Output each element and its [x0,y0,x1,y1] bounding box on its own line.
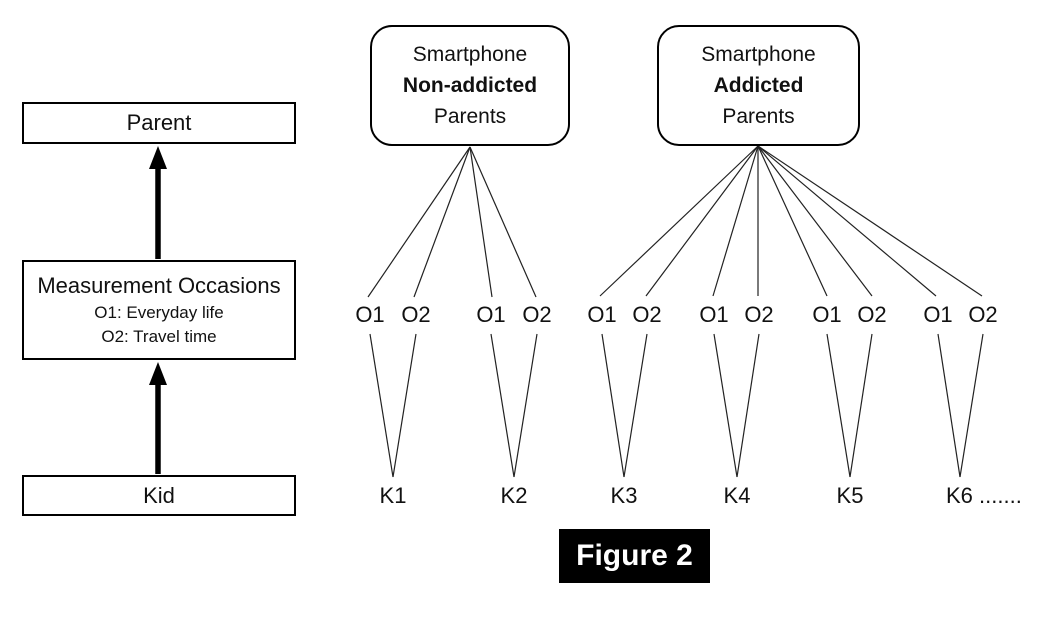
fan-lines-nonaddicted [367,146,537,298]
measurement-box-title: Measurement Occasions [37,273,281,298]
kid-label-k6: K6 ....... [946,483,1022,508]
occasion-label-o1-pair3: O1 [587,302,617,327]
kid-label-k4: K4 [723,483,751,508]
kid-v-lines [369,333,984,478]
up-arrow-measurement-to-parent [149,146,167,259]
occasion-label-o2-pair2: O2 [522,302,552,327]
occasion-label-o2-pair4: O2 [744,302,774,327]
occasion-label-o2-pair3: O2 [632,302,662,327]
measurement-occasion-2-label: O2: Travel time [101,327,217,346]
occasion-label-o1-pair4: O1 [699,302,729,327]
group1-line1: Smartphone [412,43,528,66]
occasion-label-o2-pair6: O2 [968,302,998,327]
group2-line3: Parents [722,105,795,128]
kid-box: Kid [22,475,296,516]
group-box-nonaddicted-parents: Smartphone Non-addicted Parents [370,25,570,146]
parent-box-label: Parent [126,110,192,135]
parent-box: Parent [22,102,296,144]
occasion-label-o1-pair5: O1 [812,302,842,327]
kid-box-label: Kid [143,482,175,508]
kid-label-k5: K5 [836,483,864,508]
figure-caption-label: Figure 2 [576,539,693,572]
occasion-label-o1-pair2: O1 [476,302,506,327]
up-arrow-kid-to-measurement [149,362,167,474]
group-box-addicted-parents: Smartphone Addicted Parents [657,25,860,146]
measurement-occasions-box: Measurement Occasions O1: Everyday life … [22,260,296,360]
group2-line2: Addicted [713,74,804,97]
figure-caption: Figure 2 [559,529,710,583]
measurement-occasion-1-label: O1: Everyday life [94,303,224,322]
kid-label-k3: K3 [610,483,638,508]
occasion-label-o2-pair5: O2 [857,302,887,327]
group2-line1: Smartphone [701,43,816,66]
fan-lines-addicted [599,145,983,297]
kid-label-k1: K1 [379,483,407,508]
occasion-label-o2-pair1: O2 [401,302,431,327]
occasion-label-o1-pair6: O1 [923,302,953,327]
occasion-label-o1-pair1: O1 [355,302,385,327]
group1-line3: Parents [433,105,507,128]
kid-label-k2: K2 [500,483,528,508]
group1-line2: Non-addicted [402,74,538,97]
